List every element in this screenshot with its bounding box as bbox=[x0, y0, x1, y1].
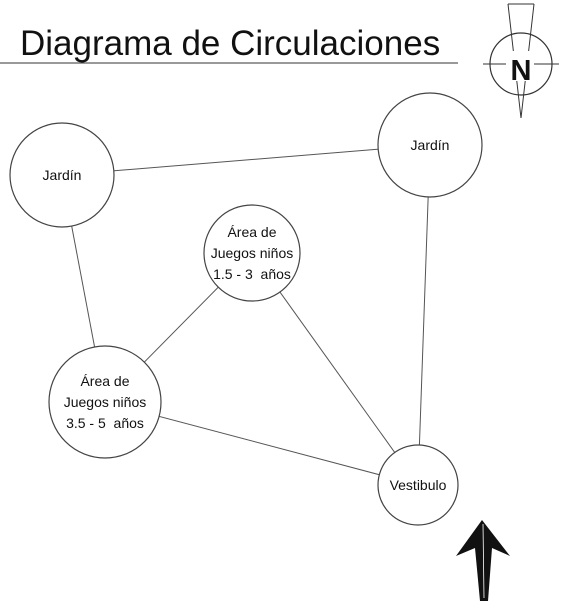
north-compass-icon: N bbox=[483, 3, 559, 119]
edge-jardin-right-to-vestibulo bbox=[417, 144, 431, 486]
north-arrow-icon bbox=[456, 520, 510, 601]
node-juegos-big: Área de Juegos niños 3.5 - 5 años bbox=[48, 345, 162, 459]
node-circle bbox=[9, 122, 115, 228]
node-label: Jardín bbox=[411, 137, 450, 153]
node-label: Juegos niños bbox=[211, 245, 294, 261]
node-juegos-small: Área de Juegos niños 1.5 - 3 años bbox=[203, 204, 301, 302]
node-label: 3.5 - 5 años bbox=[66, 415, 144, 431]
node-circle bbox=[377, 92, 483, 198]
node-label: Área de bbox=[227, 224, 276, 240]
node-circle bbox=[203, 204, 301, 302]
node-circle bbox=[377, 444, 459, 526]
north-letter: N bbox=[511, 55, 532, 87]
node-label: Vestibulo bbox=[390, 477, 447, 493]
node-jardin-right: Jardín bbox=[377, 92, 483, 198]
node-label: Jardín bbox=[43, 167, 82, 183]
node-circle bbox=[48, 345, 162, 459]
node-label: 1.5 - 3 años bbox=[213, 266, 291, 282]
node-label: Área de bbox=[80, 373, 129, 389]
diagram-title: Diagrama de Circulaciones bbox=[20, 24, 440, 63]
node-label: Juegos niños bbox=[64, 394, 147, 410]
node-jardin-left: Jardín bbox=[9, 122, 115, 228]
edge-jardin-left-to-jardin-right bbox=[61, 144, 431, 176]
node-vestibulo: Vestibulo bbox=[377, 444, 459, 526]
